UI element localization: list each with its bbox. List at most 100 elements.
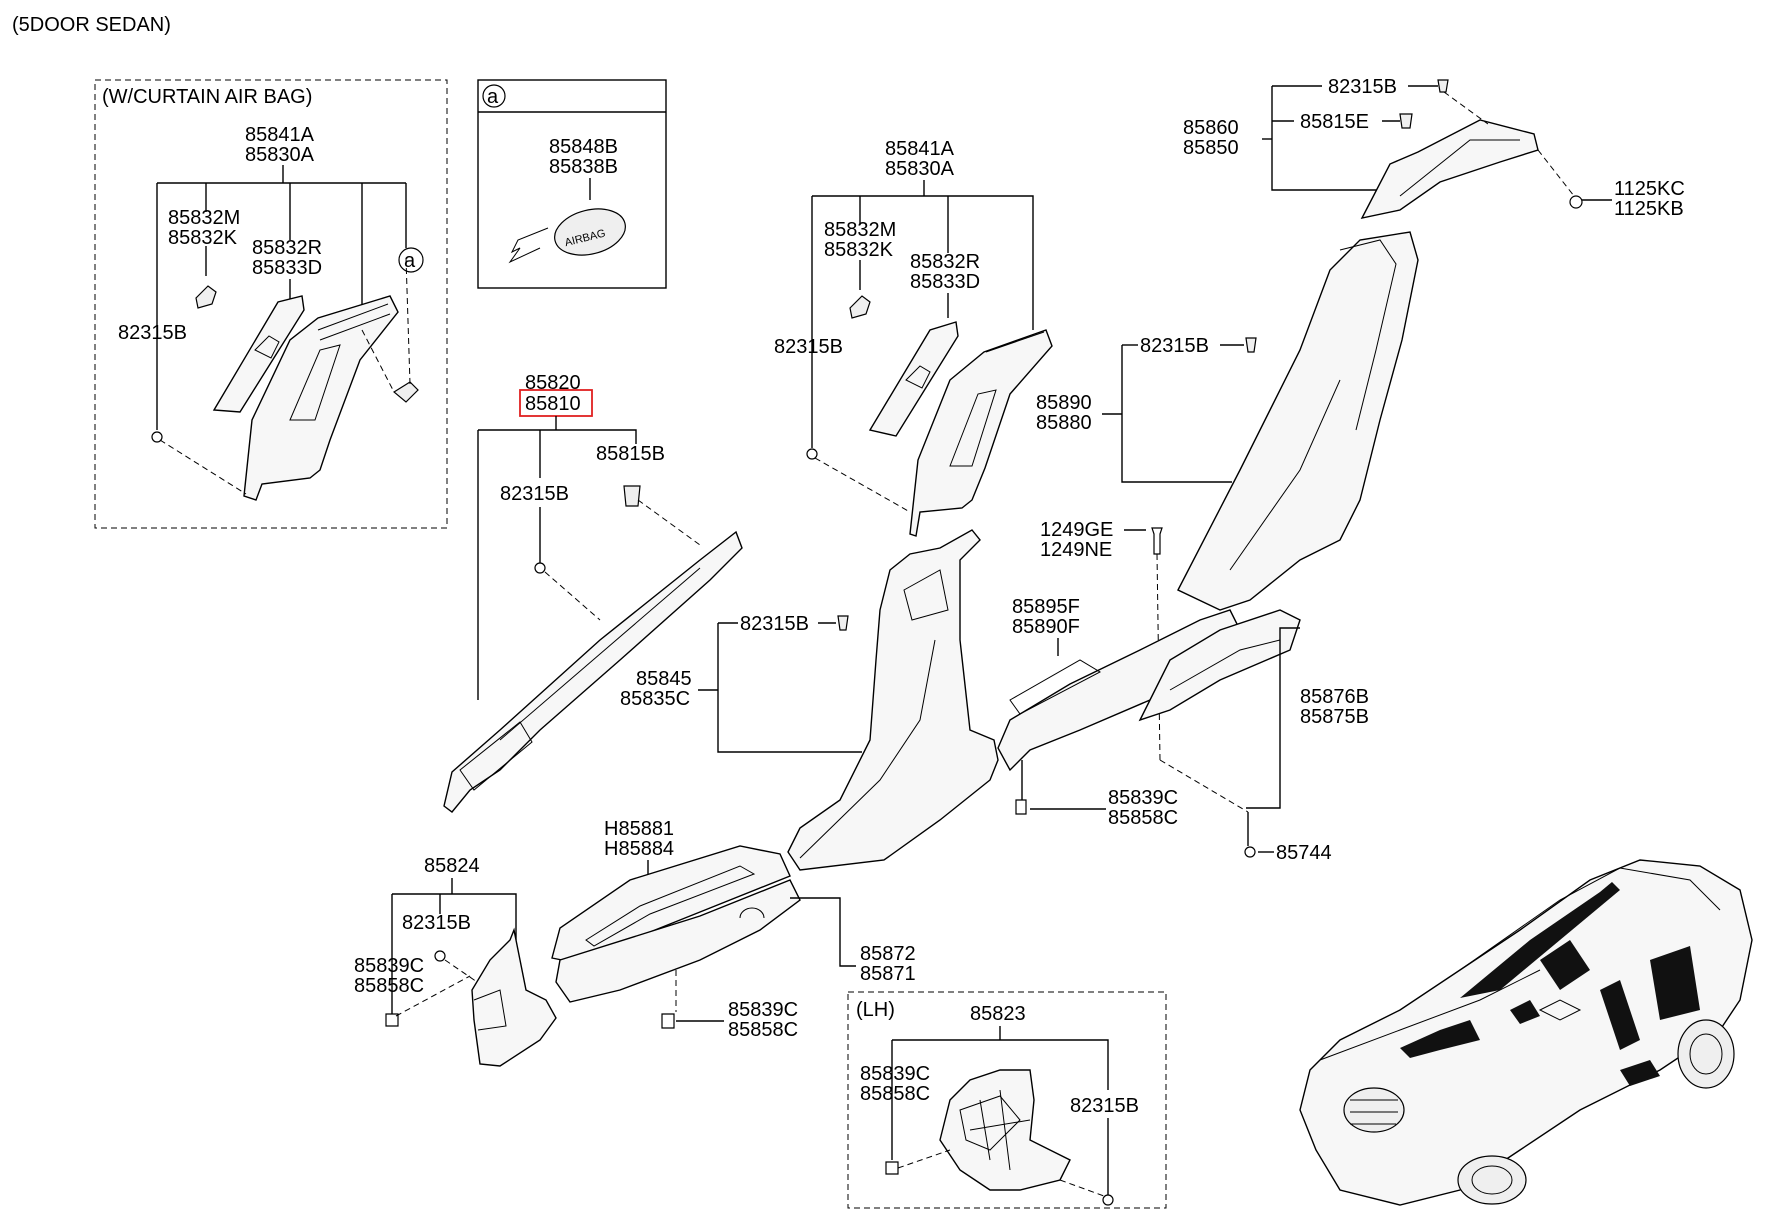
screw-icon — [534, 562, 546, 574]
part-label[interactable]: 85858C — [1108, 807, 1178, 829]
b-pillar-lower-trim — [787, 529, 999, 871]
part-label[interactable]: 85890F — [1012, 616, 1080, 638]
part-label[interactable]: 85845 — [636, 668, 692, 690]
c-pillar-upper-trim — [1360, 119, 1539, 219]
c-pillar-trim — [1177, 231, 1419, 611]
part-label[interactable]: 85832R — [910, 251, 980, 273]
screw-icon — [151, 431, 163, 443]
highlight-area — [1600, 980, 1640, 1050]
airbag-badge-icon — [554, 208, 626, 256]
highlight-area — [1620, 1060, 1660, 1086]
part-label[interactable]: 85824 — [424, 855, 480, 877]
curtain-airbag-frame — [94, 79, 448, 529]
part-label[interactable]: 85832R — [252, 237, 322, 259]
clip-part — [1399, 113, 1413, 129]
highlight-area — [1460, 882, 1620, 998]
part-label[interactable]: 82315B — [1070, 1095, 1139, 1117]
part-label[interactable]: 85744 — [1276, 842, 1332, 864]
part-label[interactable]: 85838B — [549, 156, 618, 178]
part-label[interactable]: 85850 — [1183, 137, 1239, 159]
part-label[interactable]: 82315B — [740, 613, 809, 635]
part-label[interactable]: 82315B — [500, 483, 569, 505]
part-label[interactable]: 1249NE — [1040, 539, 1112, 561]
part-label[interactable]: 85875B — [1300, 706, 1369, 728]
screw-icon — [806, 448, 818, 460]
clip-part — [392, 381, 419, 403]
part-label[interactable]: 82315B — [1140, 335, 1209, 357]
curtain-airbag-group: (W/CURTAIN AIR BAG) 85841A 85830A 85832M… — [94, 79, 448, 529]
front-sill-lower — [555, 879, 801, 1003]
part-label[interactable]: 85832K — [824, 239, 894, 261]
part-label[interactable]: 82315B — [402, 912, 471, 934]
lh-caption: (LH) — [856, 999, 895, 1021]
pillar-trim — [243, 295, 399, 501]
part-label[interactable]: 85860 — [1183, 117, 1239, 139]
part-label[interactable]: 85830A — [885, 158, 955, 180]
clip-icon — [1244, 846, 1256, 858]
c-pillar-upper-group: 82315B 85815E 85860 85850 1125KC 1125KB — [1183, 76, 1685, 220]
clip-icon — [385, 1013, 399, 1027]
trim-piece — [868, 321, 959, 437]
highlight-area — [1650, 946, 1700, 1020]
part-label[interactable]: 85895F — [1012, 596, 1080, 618]
part-label[interactable]: 1249GE — [1040, 519, 1113, 541]
part-label[interactable]: 85832M — [824, 219, 896, 241]
part-label[interactable]: 85835C — [620, 688, 690, 710]
clip-part — [1437, 79, 1449, 93]
part-label[interactable]: 85871 — [860, 963, 916, 985]
clip-icon — [1015, 799, 1027, 815]
part-label[interactable]: 85815B — [596, 443, 665, 465]
part-label[interactable]: 1125KB — [1614, 198, 1684, 220]
part-label[interactable]: 85858C — [728, 1019, 798, 1041]
part-label[interactable]: 85872 — [860, 943, 916, 965]
clip-part — [849, 295, 871, 319]
part-label[interactable]: 1125KC — [1614, 178, 1685, 200]
part-label[interactable]: 85841A — [885, 138, 955, 160]
part-label[interactable]: 85858C — [354, 975, 424, 997]
part-label[interactable]: 85833D — [910, 271, 980, 293]
c-pillar-group: 82315B 85890 85880 — [1036, 231, 1419, 611]
part-label[interactable]: 85880 — [1036, 412, 1092, 434]
part-label[interactable]: H85881 — [604, 818, 674, 840]
part-label[interactable]: 85858C — [860, 1083, 930, 1105]
lh-group: (LH) 85823 85839C 85858C 82315B — [847, 991, 1167, 1209]
callout-a-text: a — [404, 250, 416, 272]
rear-wheelhouse-trim — [1138, 609, 1301, 722]
b-pillar-lower-group: 82315B 85845 85835C — [620, 529, 999, 871]
part-label[interactable]: 82315B — [118, 322, 187, 344]
clip-icon — [1102, 1194, 1114, 1206]
part-label[interactable]: 85830A — [245, 144, 315, 166]
car-grille — [1343, 1087, 1405, 1133]
bolt-icon — [1569, 195, 1583, 209]
detail-a-marker-text: a — [487, 86, 499, 108]
part-label[interactable]: 85833D — [252, 257, 322, 279]
part-label-highlighted[interactable]: 85810 — [525, 393, 581, 415]
highlight-area — [1510, 1000, 1540, 1024]
part-label[interactable]: 85832M — [168, 207, 240, 229]
highlight-area — [1540, 940, 1590, 990]
part-label[interactable]: 82315B — [1328, 76, 1397, 98]
part-label[interactable]: 85839C — [1108, 787, 1178, 809]
part-label[interactable]: 85839C — [354, 955, 424, 977]
part-label[interactable]: 85876B — [1300, 686, 1369, 708]
clip-icon — [885, 1161, 899, 1175]
car-wheel-rear — [1677, 1019, 1735, 1089]
rear-sill-group: 1249GE 1249NE 85895F 85890F 85876B 85875… — [997, 519, 1369, 864]
screw-icon — [1151, 527, 1163, 555]
clip-part — [195, 285, 217, 309]
lh-frame — [847, 991, 1167, 1209]
arrow-left-icon — [508, 227, 549, 264]
part-label[interactable]: H85884 — [604, 838, 674, 860]
part-label[interactable]: 85890 — [1036, 392, 1092, 414]
a-pillar-trim — [443, 530, 743, 813]
part-label[interactable]: 85823 — [970, 1003, 1026, 1025]
car-wheel-front — [1457, 1155, 1527, 1205]
part-label[interactable]: 85839C — [860, 1063, 930, 1085]
part-label[interactable]: 85839C — [728, 999, 798, 1021]
part-label[interactable]: 85848B — [549, 136, 618, 158]
part-label[interactable]: 85841A — [245, 124, 315, 146]
part-label[interactable]: 85815E — [1300, 111, 1369, 133]
part-label[interactable]: 82315B — [774, 336, 843, 358]
part-label[interactable]: 85820 — [525, 372, 581, 394]
part-label[interactable]: 85832K — [168, 227, 238, 249]
